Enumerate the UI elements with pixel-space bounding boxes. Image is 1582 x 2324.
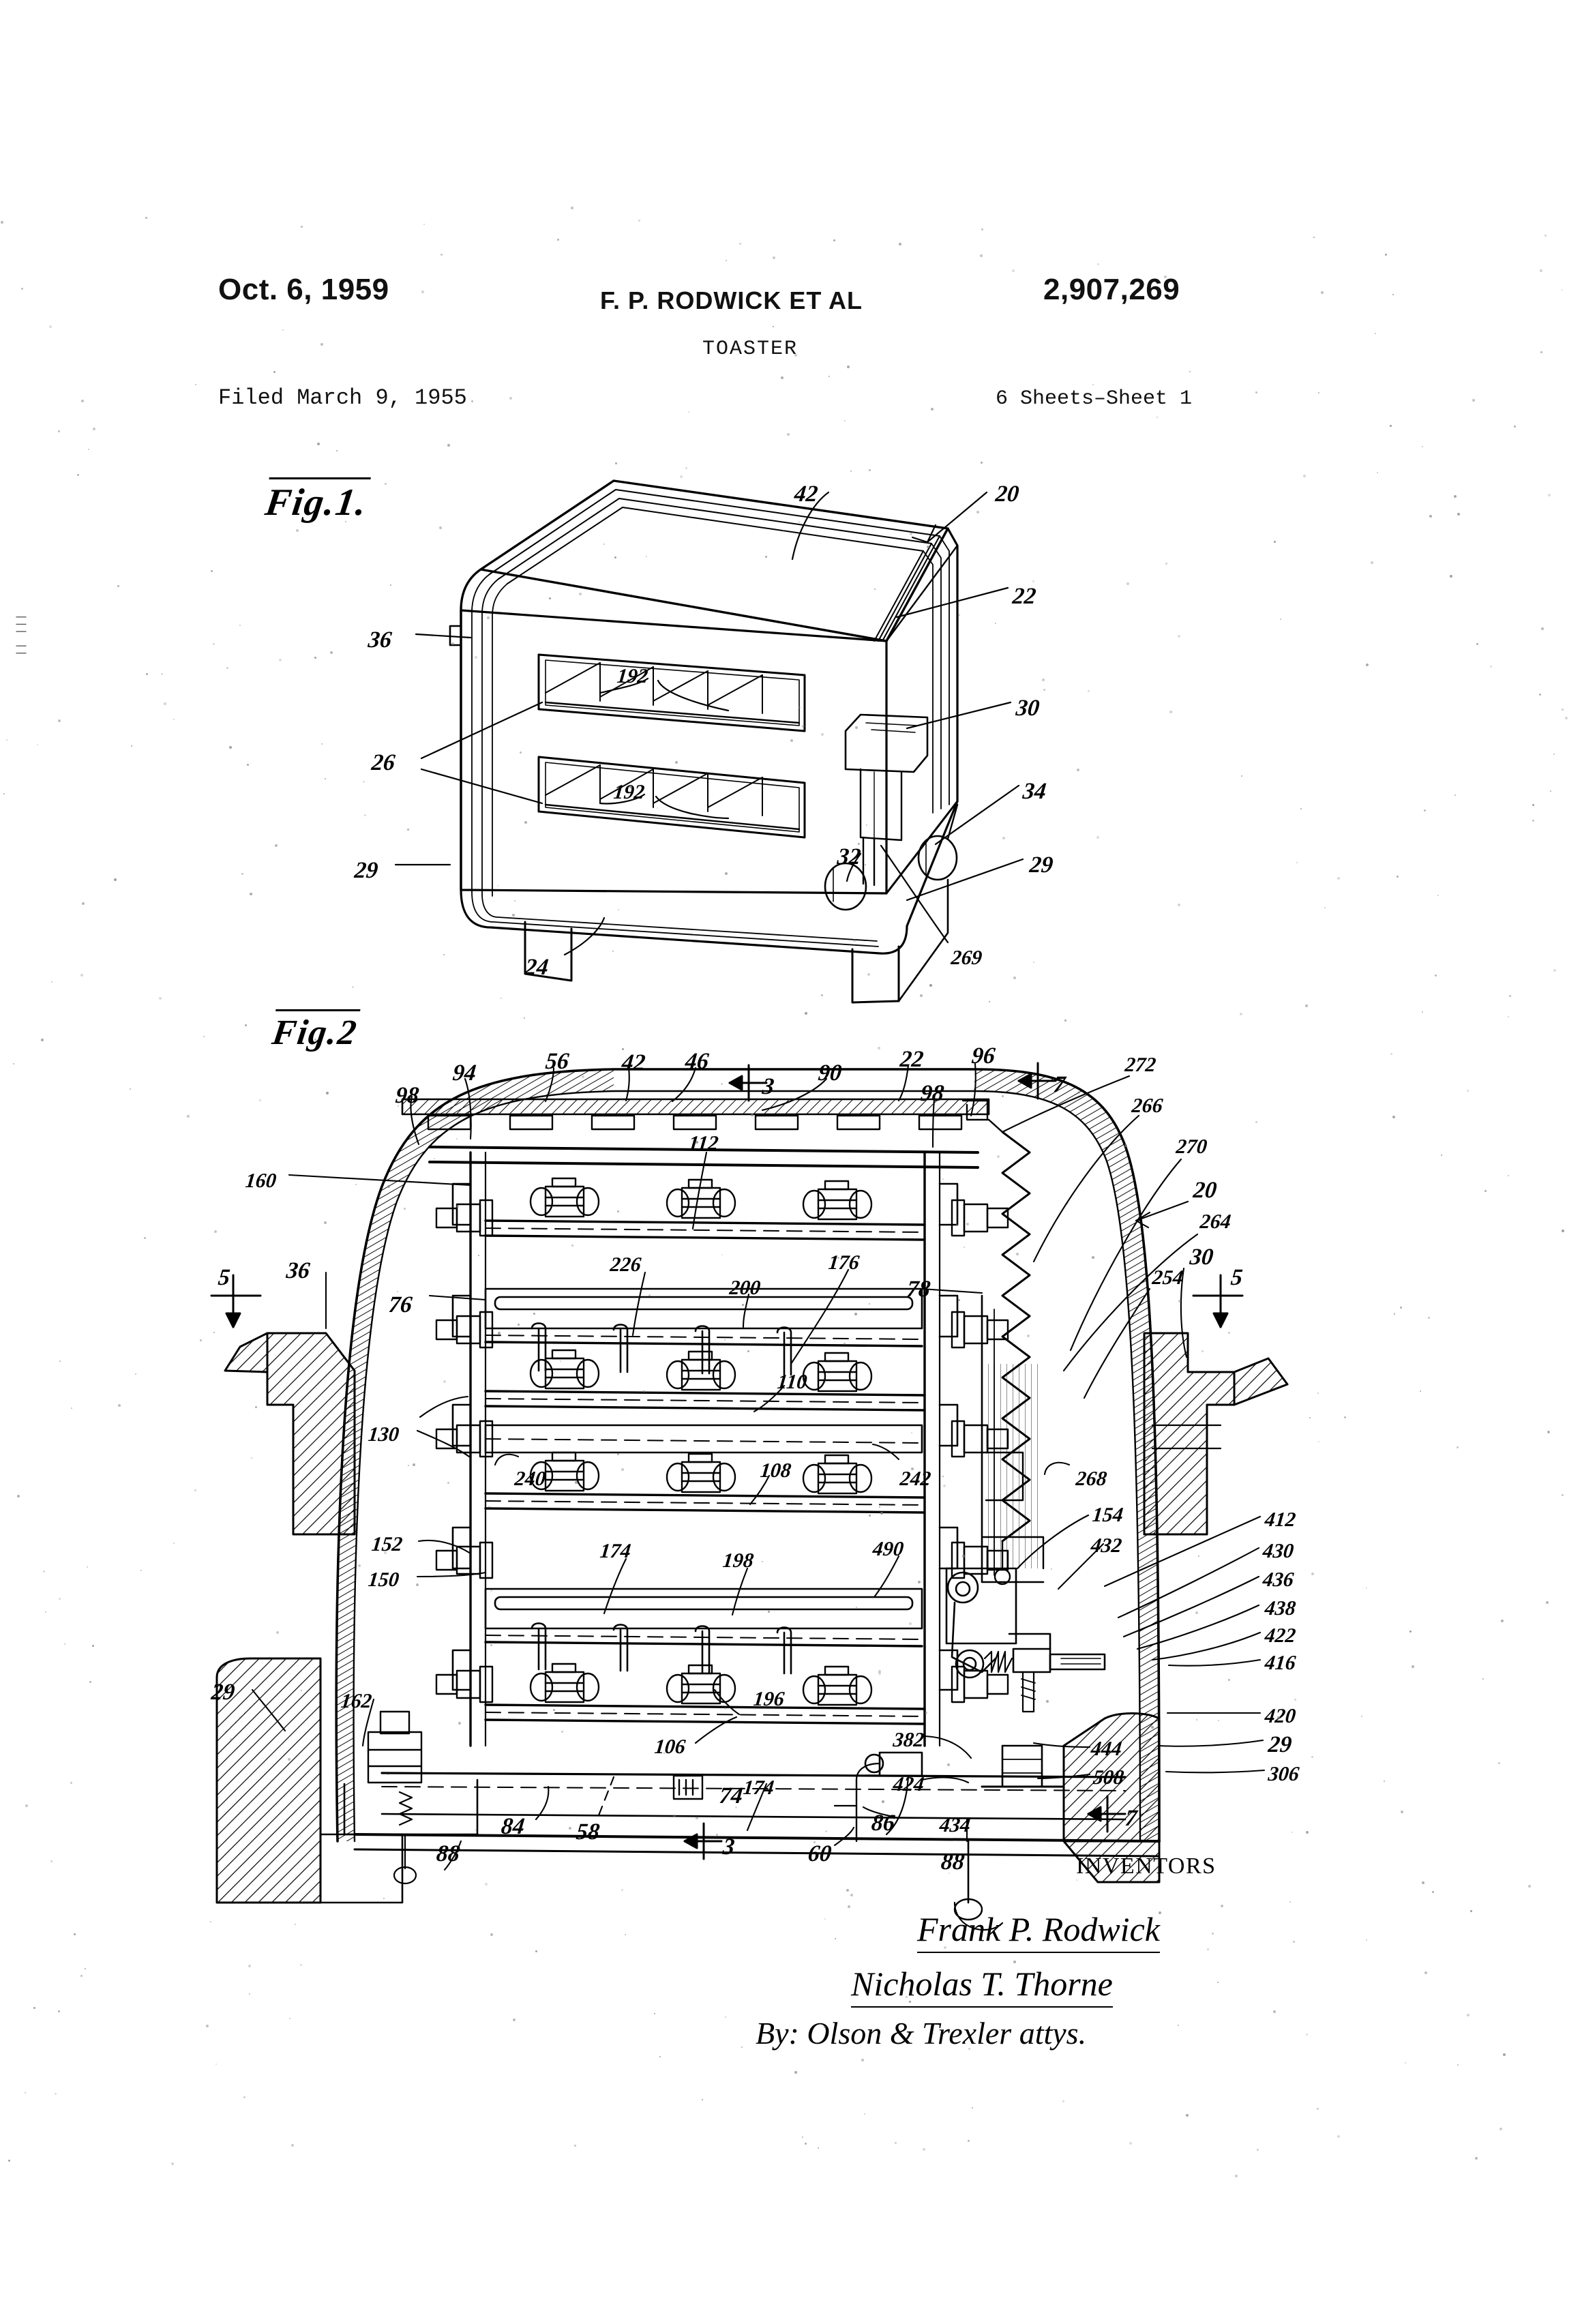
attorney-signature: By: Olson & Trexler attys. — [756, 2016, 1087, 2051]
inventor-signature-1: Frank P. Rodwick — [917, 1909, 1160, 1953]
inventor-line: F. P. RODWICK ET AL — [600, 286, 863, 314]
inventor-signature-2: Nicholas T. Thorne — [851, 1964, 1113, 2008]
sheet-count: 6 Sheets–Sheet 1 — [996, 387, 1193, 411]
patent-number: 2,907,269 — [1043, 273, 1180, 306]
inventors-label: INVENTORS — [1076, 1853, 1217, 1879]
patent-title: TOASTER — [702, 338, 799, 361]
margin-scan-mark: ||| || — [15, 614, 27, 657]
filing-date: Filed March 9, 1955 — [218, 385, 467, 411]
publication-date: Oct. 6, 1959 — [218, 273, 389, 306]
